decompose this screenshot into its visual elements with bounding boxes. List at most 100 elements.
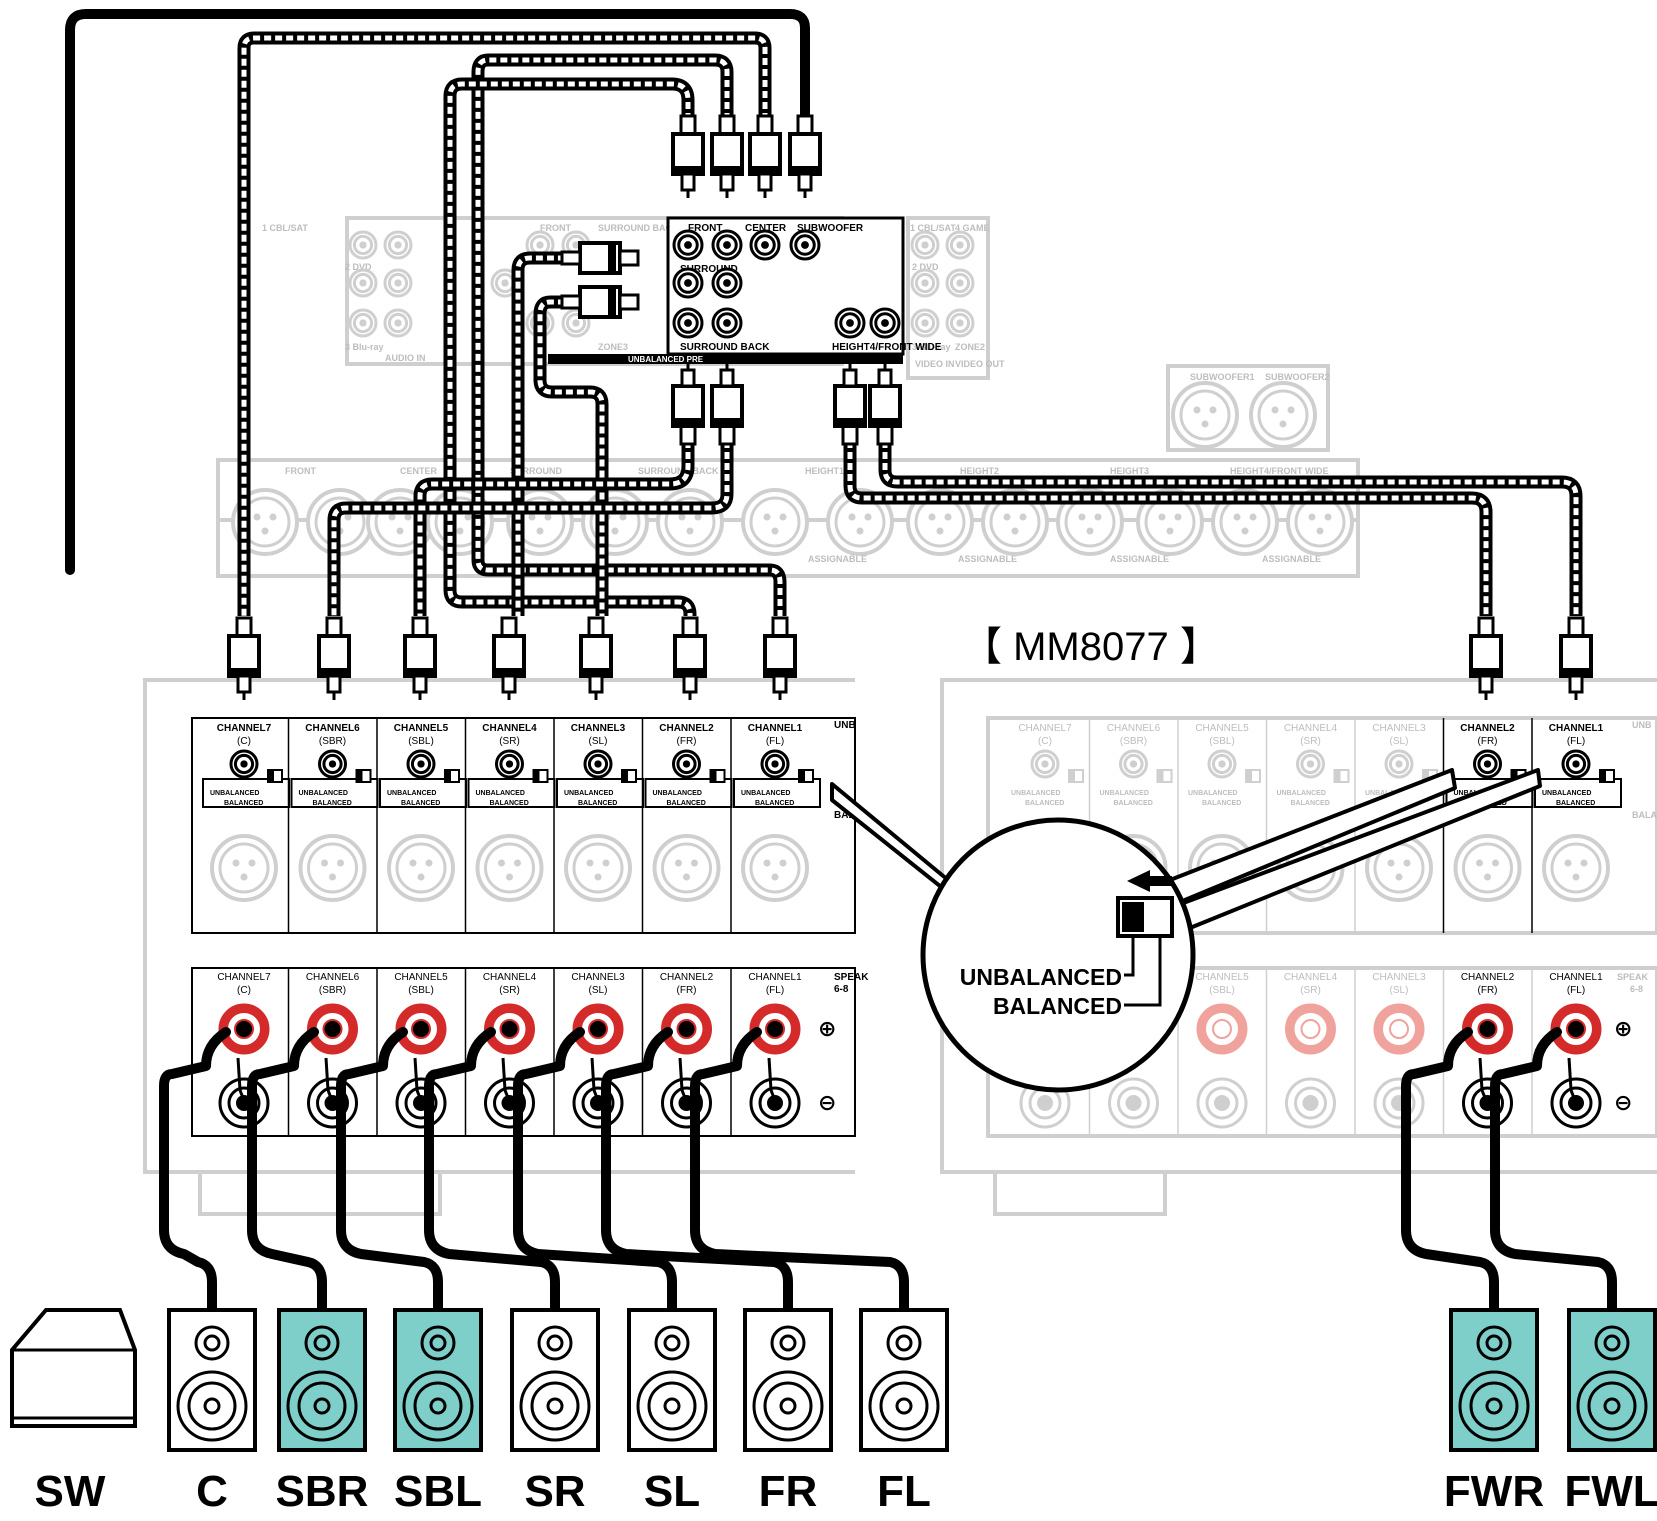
switch-knob xyxy=(1122,902,1144,932)
svg-text:ASSIGNABLE: ASSIGNABLE xyxy=(1262,554,1321,564)
ghost-xlr-jack xyxy=(1056,488,1124,556)
svg-text:HEIGHT3: HEIGHT3 xyxy=(1110,466,1149,476)
speaker-terminal-minus xyxy=(1108,1077,1159,1129)
svg-text:3 Blu-ray: 3 Blu-ray xyxy=(345,342,384,352)
speaker-terminal-minus xyxy=(1373,1077,1425,1129)
speaker-terminal-plus xyxy=(1373,1003,1425,1055)
channel-name: CHANNEL1 xyxy=(748,723,803,734)
channel-rca-input xyxy=(583,749,613,779)
channel-role: (FL) xyxy=(1567,736,1585,747)
pre-out-plug xyxy=(710,362,744,446)
speaker-wire xyxy=(336,1027,443,1315)
speaker-terminal-minus xyxy=(1285,1077,1336,1129)
channel-role: (SBL) xyxy=(1209,736,1235,747)
speaker-fwl: FWL xyxy=(1564,1308,1657,1516)
svg-text:HEIGHT2: HEIGHT2 xyxy=(960,466,999,476)
cables xyxy=(65,9,1617,1315)
pre-out-jack xyxy=(789,229,821,261)
speaker-terminal-minus xyxy=(661,1077,712,1129)
switch-balanced-text: BALANCED xyxy=(1202,800,1241,807)
channel-role: (SBR) xyxy=(1120,736,1147,747)
svg-text:ASSIGNABLE: ASSIGNABLE xyxy=(808,554,867,564)
speaker-terminal-plus xyxy=(661,1003,712,1055)
speaker-cut-label-right: SPEAK xyxy=(1617,972,1649,982)
fwr-cable xyxy=(843,430,1493,616)
speaker-wire xyxy=(513,1027,677,1315)
speaker-terminal-plus xyxy=(1196,1003,1248,1055)
switch-balanced-text: BALANCED xyxy=(1291,800,1330,807)
sbr-cable xyxy=(327,430,734,616)
speaker-label: FWL xyxy=(1564,1467,1657,1516)
channel-role: (SR) xyxy=(1300,736,1321,747)
channel-role: (SL) xyxy=(589,985,608,996)
channel-role: (SR) xyxy=(499,736,520,747)
switch-unbalanced-text: UNBALANCED xyxy=(210,790,259,797)
channel-xlr-input xyxy=(1453,834,1522,902)
range-cut-label: 6-8 xyxy=(834,984,849,995)
channel-name: CHANNEL4 xyxy=(1284,723,1338,734)
center-label: CENTER xyxy=(745,223,787,234)
unbalanced-legend: UNBALANCED xyxy=(960,964,1122,990)
ghost-jack xyxy=(561,308,591,338)
channel-name: CHANNEL2 xyxy=(659,723,714,734)
speaker-terminal-minus xyxy=(749,1077,801,1129)
speaker-fr: FR xyxy=(743,1308,833,1516)
svg-text:3 Blu-ray: 3 Blu-ray xyxy=(912,342,951,352)
channel-xlr-input xyxy=(741,834,809,902)
speaker-terminal-plus xyxy=(395,1003,447,1055)
channel-name: CHANNEL3 xyxy=(571,723,626,734)
channel-rca-input xyxy=(495,749,524,779)
speaker-wire xyxy=(424,1027,560,1315)
minus-symbol: ⊖ xyxy=(818,1090,836,1115)
speaker-label: SW xyxy=(35,1467,106,1516)
unbalanced-cut-label: UNB xyxy=(834,720,856,731)
unbalanced-pre-label: UNBALANCED PRE xyxy=(628,355,704,364)
amp-input-plug xyxy=(579,616,613,700)
switch-unbalanced-text: UNBALANCED xyxy=(1011,790,1060,797)
ghost-jack xyxy=(945,308,975,338)
speaker-terminal-plus xyxy=(218,1003,270,1055)
speaker-label: SR xyxy=(524,1467,585,1516)
channel-role: (SR) xyxy=(1300,985,1321,996)
switch-unbalanced-text: UNBALANCED xyxy=(564,790,613,797)
speaker-terminal-minus xyxy=(1196,1077,1248,1129)
speaker-terminal-plus xyxy=(572,1003,624,1055)
channel-name: CHANNEL6 xyxy=(305,723,360,734)
channel-role: (SBR) xyxy=(319,736,346,747)
svg-text:VIDEO IN: VIDEO IN xyxy=(915,359,955,369)
speaker-terminal-minus xyxy=(1550,1077,1602,1129)
channel-xlr-input xyxy=(475,834,544,902)
speaker-label: FR xyxy=(759,1467,818,1516)
channel-rca-input xyxy=(1296,749,1325,779)
channel-rca-input xyxy=(1473,749,1502,779)
speaker-sbl: SBL xyxy=(393,1308,483,1516)
front-label: FRONT xyxy=(688,223,722,234)
channel-role: (SBL) xyxy=(408,985,434,996)
switch-balanced-text: BALANCED xyxy=(1556,800,1595,807)
speaker-label: SL xyxy=(644,1467,700,1516)
height4-label: HEIGHT4/FRONT WIDE xyxy=(832,342,942,353)
switch-unbalanced-text: UNBALANCED xyxy=(476,790,525,797)
channel-role: (SBL) xyxy=(408,736,434,747)
svg-text:SURROUND BACK: SURROUND BACK xyxy=(638,466,719,476)
pre-out-jack xyxy=(749,229,781,261)
pre-out-jack xyxy=(672,229,704,261)
channel-6: CHANNEL6(SBR)CHANNEL6(SBR)UNBALANCEDBALA… xyxy=(287,718,379,1136)
speaker-wire xyxy=(601,1027,793,1315)
speaker-wire xyxy=(1401,1027,1499,1315)
range-cut-label-right: 6-8 xyxy=(1630,984,1643,994)
center-cable xyxy=(237,31,772,616)
channel-role: (FL) xyxy=(766,736,784,747)
ghost-xlr-jack xyxy=(741,488,809,556)
speaker-terminal-plus xyxy=(1462,1003,1513,1055)
channel-name: CHANNEL4 xyxy=(1284,972,1338,983)
channel-role: (SBL) xyxy=(1209,985,1235,996)
amp-input-plug xyxy=(763,616,797,700)
speaker-terminal-minus xyxy=(572,1077,624,1129)
ghost-jack xyxy=(348,308,378,338)
amp-input-plug xyxy=(673,616,707,700)
speaker-wire xyxy=(690,1027,909,1315)
channel-role: (SR) xyxy=(499,985,520,996)
